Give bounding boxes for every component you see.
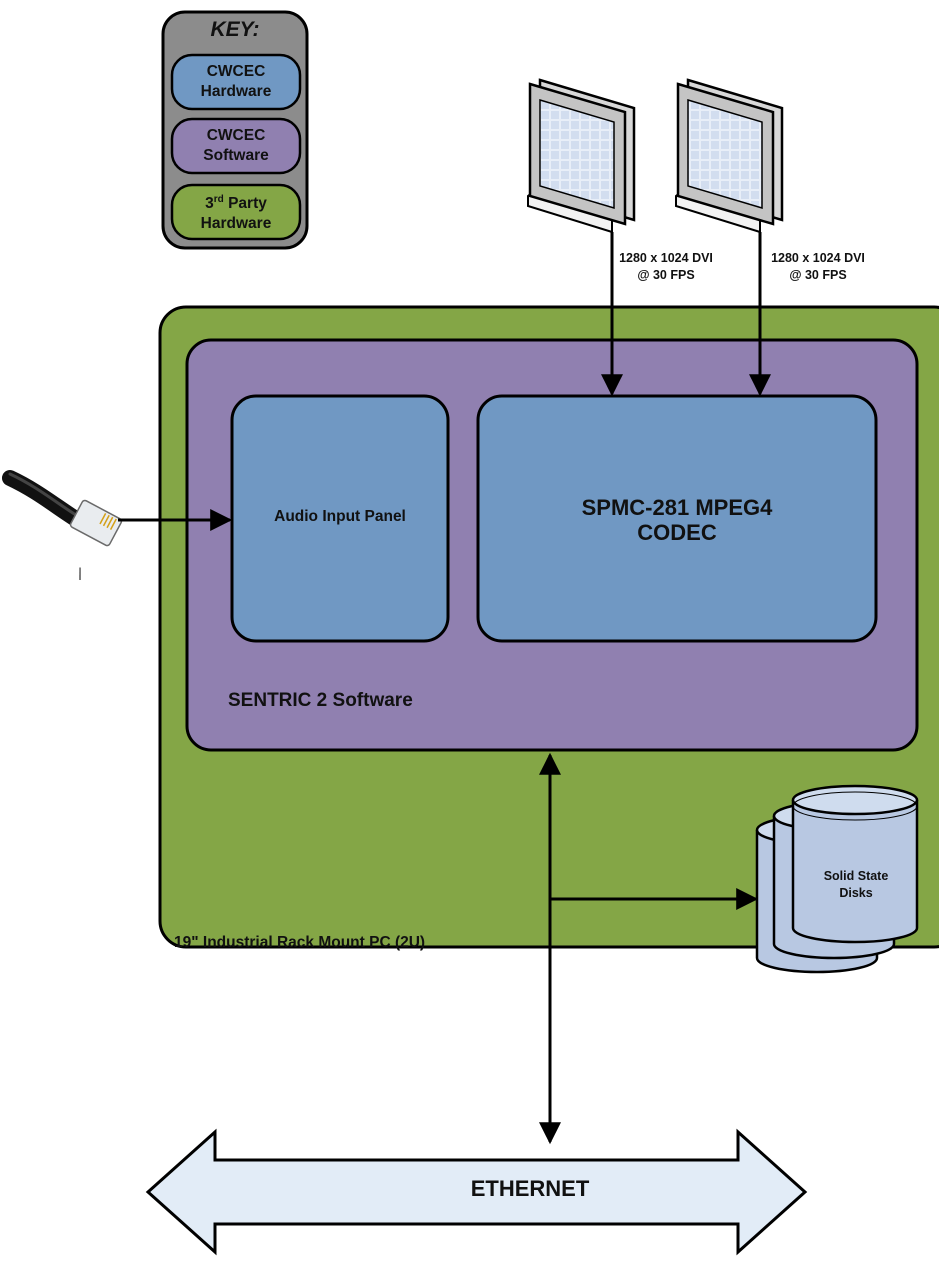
solid-state-disks-icon [755,784,919,974]
key-3rd-party-swatch [170,183,302,241]
ethernet-label: ETHERNET [470,1176,590,1201]
rack-pc-label: 19" Industrial Rack Mount PC (2U) [174,934,426,951]
key-panel [161,10,309,250]
sentric-software-label: SENTRIC 2 Software [228,690,413,711]
key-software-swatch [170,117,302,175]
monitor-icon-2 [675,78,784,234]
phone-cable-icon [2,470,123,547]
codec-label: SPMC-281 MPEG4 CODEC [581,495,773,545]
key-3rd-party-label: 3rd Party Hardware [200,194,272,233]
solid-state-disks-label: Solid State Disks [823,869,889,900]
cable-caption: I [78,566,82,578]
key-hardware-swatch [170,53,302,111]
monitor-2-resolution-label: 1280 x 1024 DVI @ 30 FPS [771,251,865,282]
monitor-1-resolution-label: 1280 x 1024 DVI @ 30 FPS [619,251,713,282]
key-software-label: CWCEC Software [203,127,269,164]
key-hardware-label: CWCEC Hardware [200,63,272,100]
codec-box [476,394,878,643]
key-title: KEY: [210,18,260,41]
audio-input-panel-label: Audio Input Panel [274,508,406,525]
ethernet-arrow [145,1128,808,1256]
monitor-icon-1 [527,78,636,234]
